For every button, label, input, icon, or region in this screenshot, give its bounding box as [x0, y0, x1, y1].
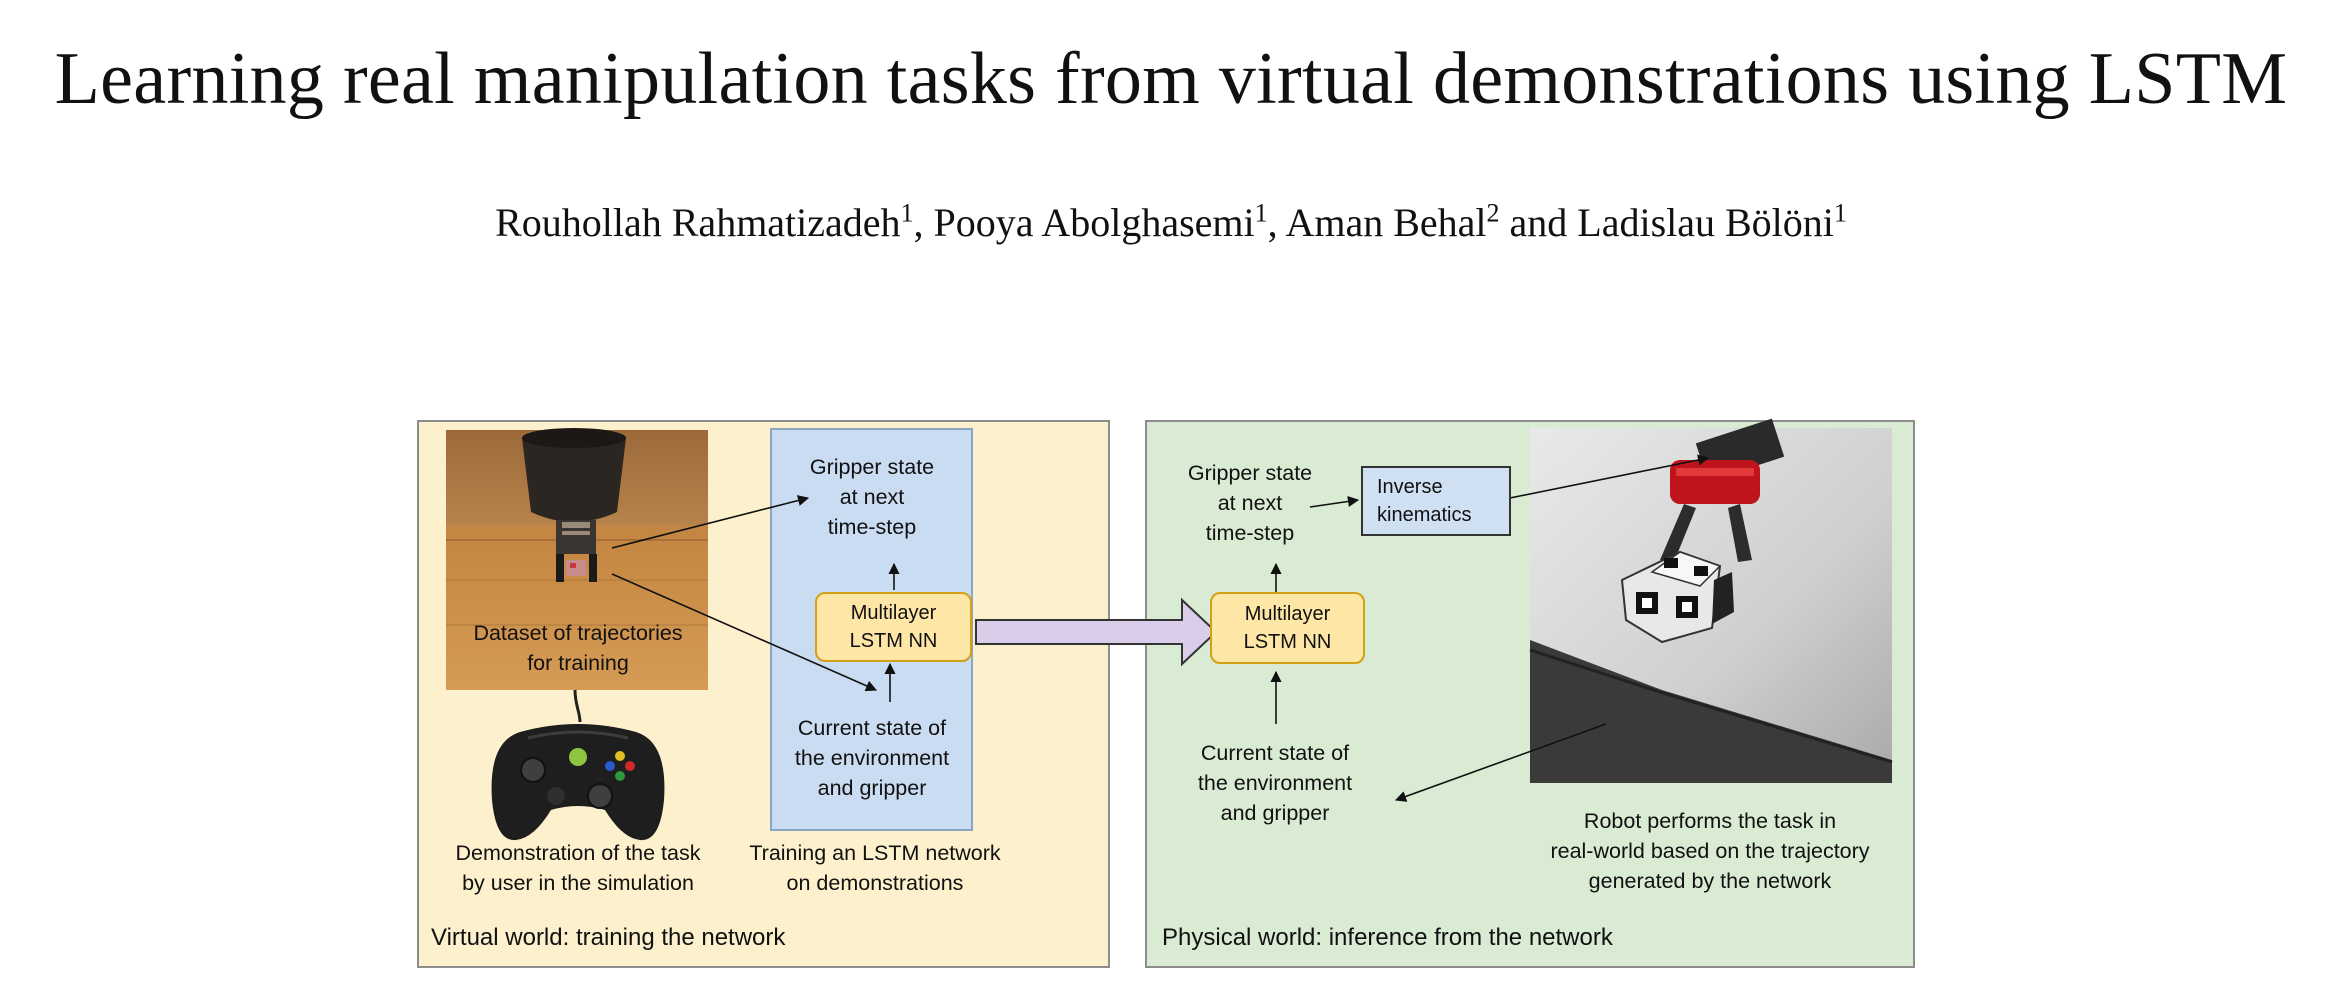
physical-panel-caption: Physical world: inference from the netwo… — [1162, 924, 1613, 951]
inverse-kinematics-box: Inverse kinematics — [1361, 466, 1511, 536]
author-name: Rouhollah Rahmatizadeh — [495, 200, 901, 245]
dataset-label-line: Dataset of trajectories — [473, 621, 683, 645]
label-line: at next — [839, 485, 905, 509]
dataset-label-line: for training — [527, 651, 629, 675]
label-line: on demonstrations — [786, 871, 964, 895]
label-line: generated by the network — [1588, 869, 1832, 893]
robot-performs-label: Robot performs the task in real-world ba… — [1500, 806, 1920, 896]
label-line: Demonstration of the task — [455, 841, 701, 865]
paper-title: Learning real manipulation tasks from vi… — [54, 38, 2288, 120]
ik-label-line: kinematics — [1377, 504, 1472, 526]
author-affiliation: 1 — [900, 198, 914, 228]
author-separator: and — [1499, 200, 1578, 245]
author-separator: , — [1267, 200, 1286, 245]
label-line: Gripper state — [1187, 461, 1313, 485]
label-line: by user in the simulation — [462, 871, 694, 895]
ik-label-line: Inverse — [1377, 476, 1443, 498]
demonstration-label: Demonstration of the task by user in the… — [418, 838, 738, 898]
lstm-label-line: LSTM NN — [849, 630, 938, 652]
author-name: Ladislau Bölöni — [1577, 200, 1834, 245]
author-name: Pooya Abolghasemi — [933, 200, 1255, 245]
label-line: the environment — [794, 746, 950, 770]
virtual-panel-caption: Virtual world: training the network — [431, 924, 786, 951]
current-state-label-physical: Current state of the environment and gri… — [1160, 738, 1390, 828]
transfer-arrow — [975, 597, 1218, 667]
simulated-gripper-scene — [446, 428, 708, 690]
gripper-output-label-physical: Gripper state at next time-step — [1160, 458, 1340, 548]
author-affiliation: 1 — [1833, 198, 1847, 228]
label-line: time-step — [827, 515, 917, 539]
author-name: Aman Behal — [1285, 200, 1487, 245]
label-line: and gripper — [817, 776, 927, 800]
gamepad-icon — [491, 724, 665, 841]
lstm-label-line: LSTM NN — [1243, 631, 1332, 653]
label-line: Robot performs the task in — [1583, 809, 1837, 833]
label-line: Gripper state — [809, 455, 935, 479]
label-line: Current state of — [1200, 741, 1350, 765]
label-line: and gripper — [1220, 801, 1330, 825]
label-line: at next — [1217, 491, 1283, 515]
current-state-label-virtual: Current state of the environment and gri… — [772, 713, 972, 803]
lstm-label-line: Multilayer — [850, 602, 937, 624]
label-line: time-step — [1205, 521, 1295, 545]
lstm-label-line: Multilayer — [1244, 603, 1331, 625]
gripper-output-label-virtual: Gripper state at next time-step — [772, 452, 972, 542]
author-separator: , — [913, 200, 934, 245]
author-affiliation: 2 — [1486, 198, 1500, 228]
robot-gripper-photo — [1529, 418, 1893, 783]
author-affiliation: 1 — [1254, 198, 1268, 228]
label-line: real-world based on the trajectory — [1550, 839, 1870, 863]
author-list: Rouhollah Rahmatizadeh1, Pooya Abolghase… — [0, 198, 2342, 248]
label-line: the environment — [1197, 771, 1353, 795]
label-line: Current state of — [797, 716, 947, 740]
dataset-label: Dataset of trajectories for training — [438, 618, 718, 678]
training-label: Training an LSTM network on demonstratio… — [730, 838, 1020, 898]
label-line: Training an LSTM network — [749, 841, 1001, 865]
